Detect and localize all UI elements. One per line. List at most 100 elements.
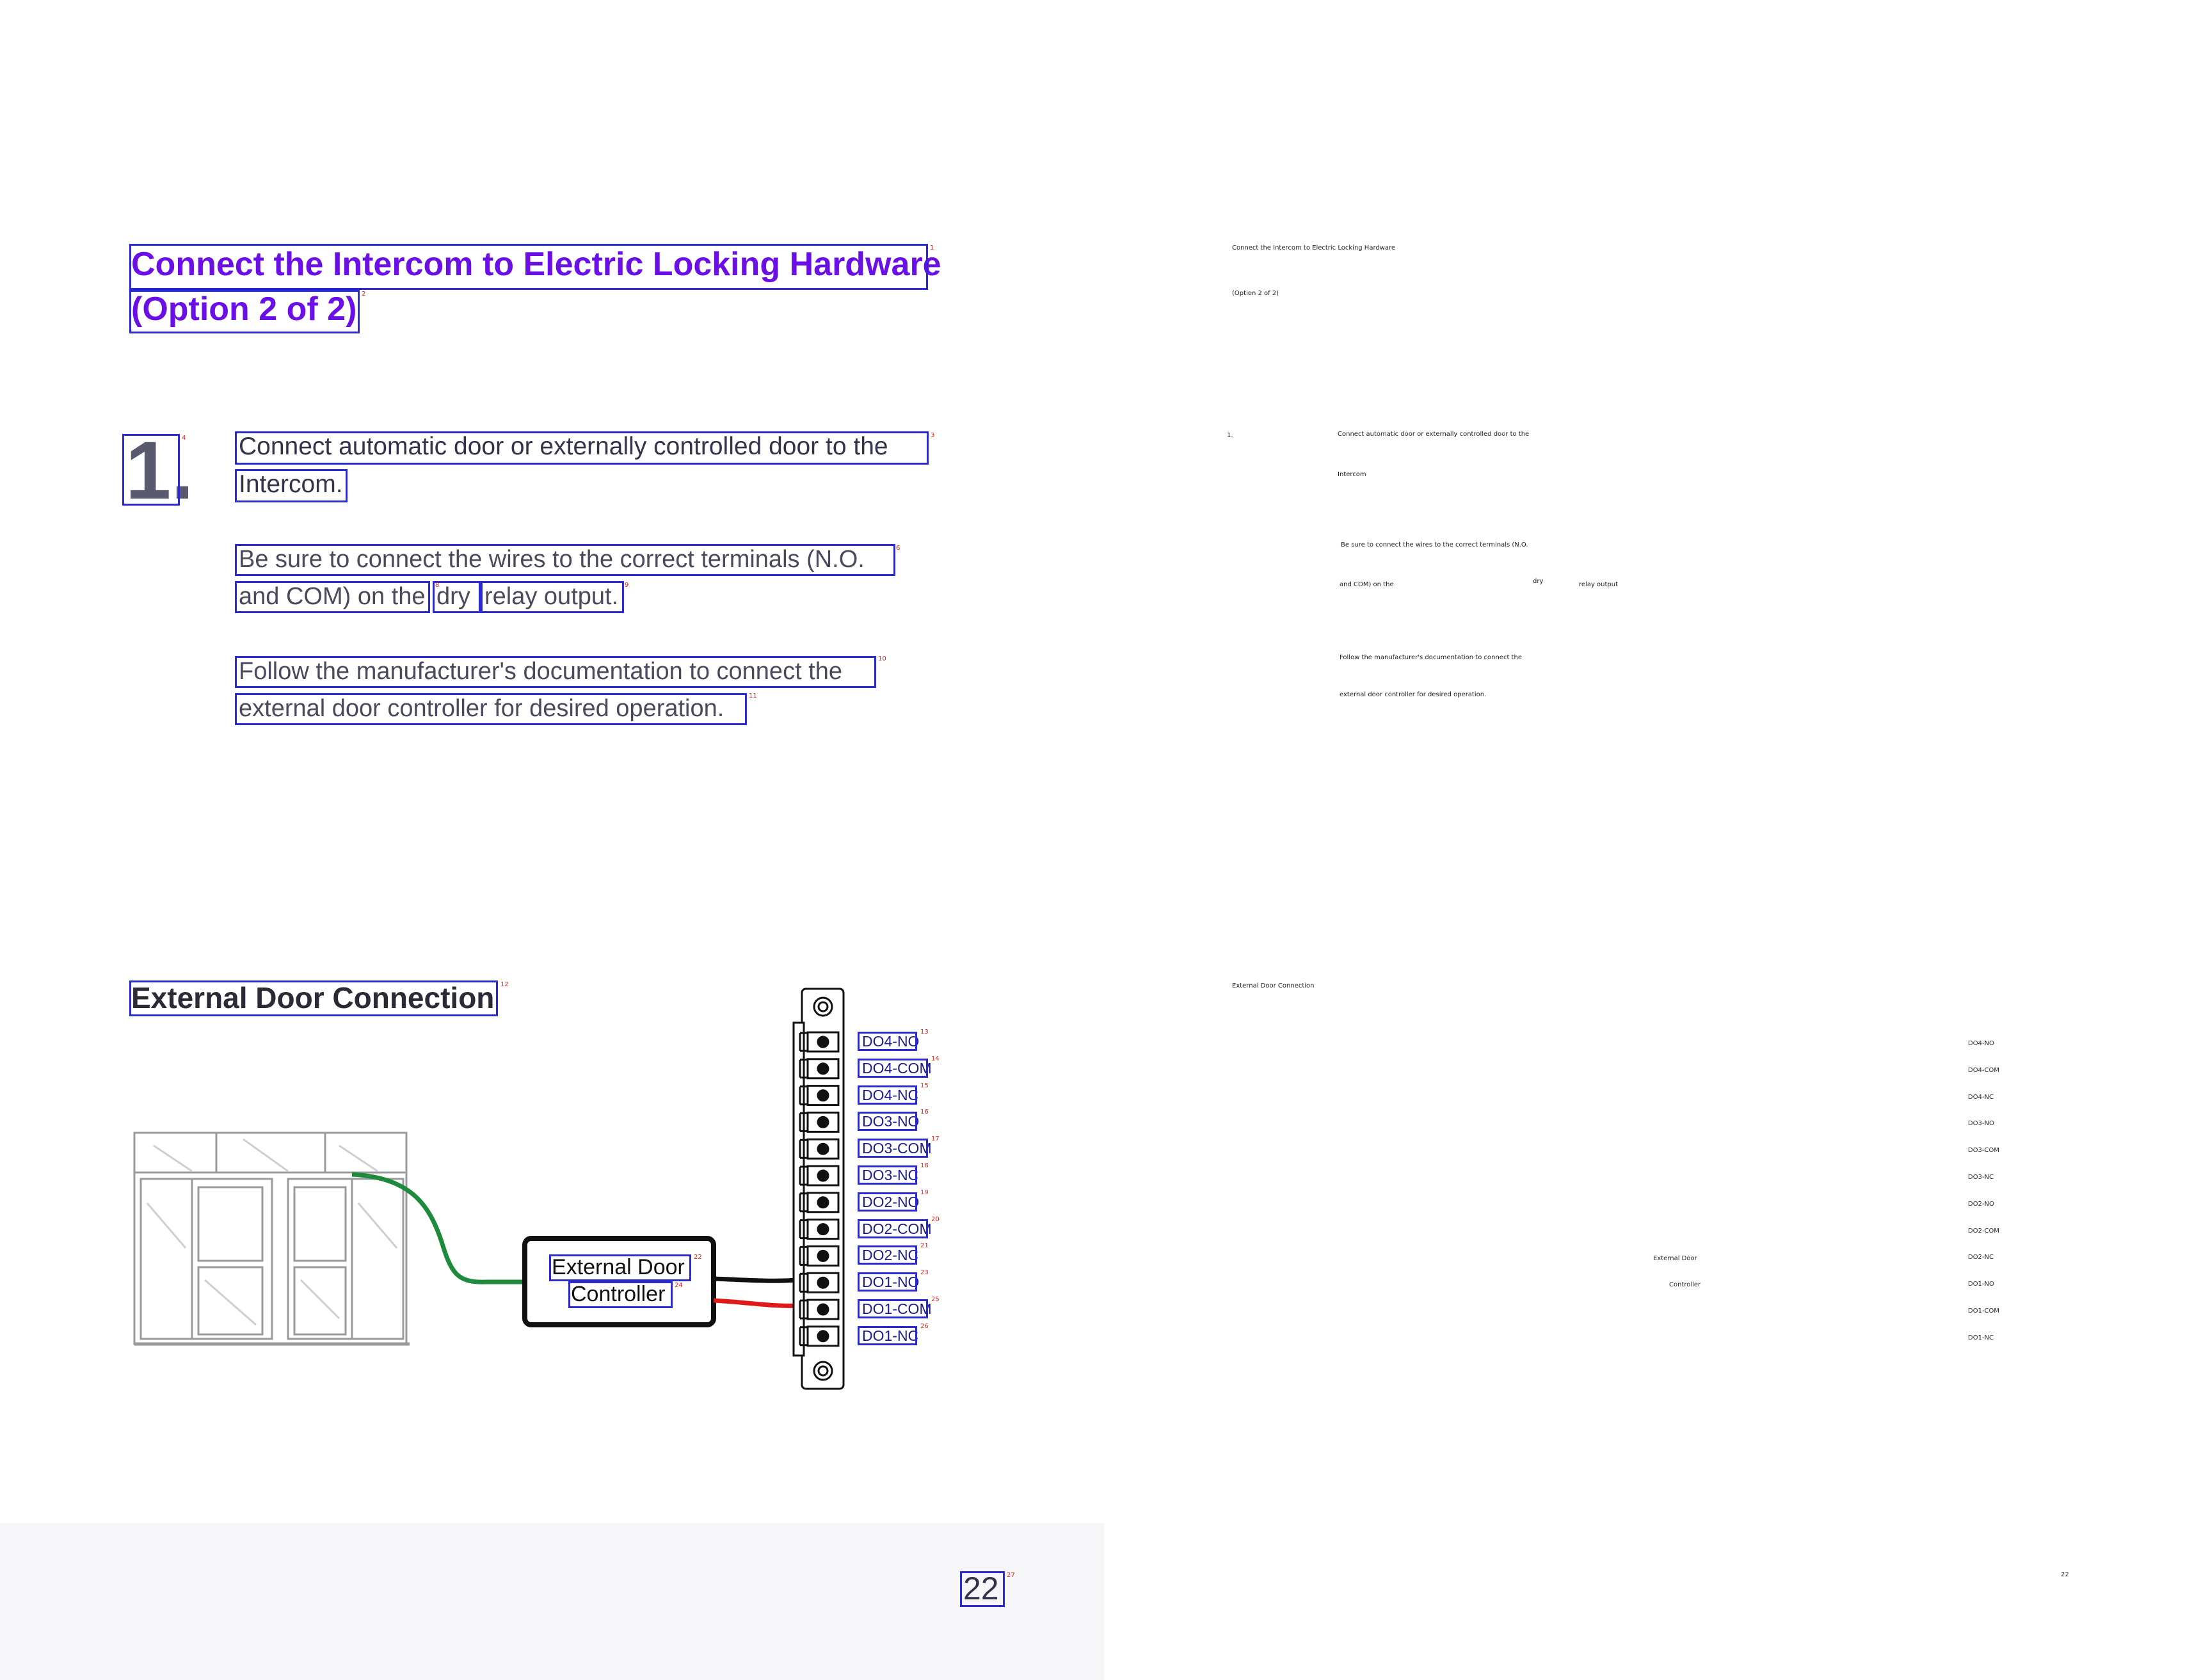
step-line-2-box [235,469,348,502]
mirror-note1-line-1: Be sure to connect the wires to the corr… [1341,541,1528,548]
terminal-label-box [858,1299,928,1318]
green-wire [351,1172,525,1284]
mirror-terminal-label: DO2-NC [1968,1254,1994,1261]
step-number: 1. [125,425,194,516]
terminal-label: DO3-COM [862,1140,932,1157]
box-number: 14 [931,1055,940,1062]
box-number: 25 [931,1296,940,1303]
box-number: 12 [500,981,509,988]
mirror-controller-line-1: External Door [1653,1255,1697,1262]
note-manufacturer-line-1-box [235,656,876,688]
terminal-screw [817,1116,829,1128]
terminal-slot [806,1219,840,1240]
section-title: External Door Connection [131,981,495,1014]
box-number: 22 [694,1254,702,1261]
terminal-label-box [858,1165,917,1185]
note-wires-line-1-box [235,544,895,576]
mirror-note2-line-1: Follow the manufacturer's documentation … [1340,654,1522,661]
note-manufacturer-line-1: Follow the manufacturer's documentation … [239,658,843,685]
mirror-note1-line-2c: relay output [1579,581,1619,588]
terminal-clamp [799,1219,808,1240]
terminal-label-box [858,1272,917,1292]
mirror-note2-line-2: external door controller for desired ope… [1340,691,1487,698]
terminal-label: DO1-COM [862,1300,932,1317]
step-number-box [122,434,180,506]
box-number: 11 [749,692,757,700]
terminal-label-box [858,1032,917,1051]
note-wires-line-2c: relay output. [484,583,619,610]
terminal-screw [817,1196,829,1209]
terminal-label-box [858,1245,917,1265]
terminal-clamp [799,1299,808,1320]
box-number: 23 [920,1269,929,1277]
box-number: 4 [182,435,186,442]
terminal-screw [817,1276,829,1289]
terminal-screw [817,1330,829,1343]
terminal-clamp [799,1272,808,1293]
mirror-step-line-1: Connect automatic door or externally con… [1338,431,1530,438]
mirror-terminal-label: DO4-NO [1968,1040,1994,1047]
mirror-title-line-1: Connect the Intercom to Electric Locking… [1232,244,1396,252]
terminal-label-box [858,1085,917,1105]
terminal-label: DO4-NO [862,1033,920,1050]
page-title-line-1: Connect the Intercom to Electric Locking… [131,246,941,283]
mirror-terminal-label: DO2-COM [1968,1227,2000,1235]
mirror-note1-dry: dry [1533,578,1544,585]
box-number: 13 [920,1028,929,1036]
box-number: 24 [675,1282,683,1289]
terminal-label-box [858,1192,917,1212]
controller-label-line-1-box [549,1254,691,1281]
terminal-label-box [858,1112,917,1132]
controller-label-line-2: Controller [571,1282,666,1306]
automatic-door-drawing [133,1132,410,1346]
terminal-label: DO2-NO [862,1193,920,1210]
controller-label-line-1: External Door [552,1255,685,1279]
mirror-title-line-2: (Option 2 of 2) [1232,290,1279,297]
terminal-label: DO4-NC [862,1086,919,1103]
terminal-slot [806,1085,840,1107]
box-number: 19 [920,1188,929,1196]
footer-band [0,1523,1104,1680]
note-dry-word: dry [436,583,470,610]
terminal-clamp [799,1032,808,1052]
terminal-clamp [799,1245,808,1266]
terminal-clamp [799,1085,808,1106]
note-wires-line-1: Be sure to connect the wires to the corr… [239,546,865,573]
note-manufacturer-line-2: external door controller for desired ope… [239,695,724,722]
terminal-screw [817,1169,829,1182]
note-wires-line-2a-box [235,581,430,613]
step-instruction-line-2: Intercom. [239,470,343,498]
mirror-terminal-label: DO1-NC [1968,1334,1994,1341]
black-wire [713,1276,797,1283]
page-title-line-2: (Option 2 of 2) [131,291,357,328]
box-number: 2 [362,291,366,298]
terminal-label-box [858,1139,928,1158]
note-manufacturer-line-2-box [235,693,747,725]
box-number: 10 [878,655,886,662]
terminal-label: DO3-NC [862,1167,919,1183]
terminal-screw [817,1303,829,1316]
box-number: 27 [1007,1572,1015,1579]
section-title-box [129,980,498,1016]
mirror-terminal-label: DO4-NC [1968,1093,1994,1101]
box-number: 15 [920,1082,929,1089]
mirror-page-number: 22 [2061,1571,2069,1578]
mirror-terminal-label: DO2-NO [1968,1200,1994,1208]
mirror-note1-line-2a: and COM) on the [1340,581,1394,588]
mirror-controller-line-2: Controller [1669,1281,1701,1288]
terminal-screw [817,1062,829,1075]
box-number: 6 [896,545,900,552]
page-number: 22 [963,1571,999,1606]
box-number: 20 [931,1215,940,1223]
step-line-1-box [235,431,929,465]
mirror-terminal-label: DO3-NC [1968,1174,1994,1181]
terminal-slots [799,1031,840,1347]
mirror-step-line-2: Intercom [1338,471,1366,478]
box-number: 8 [435,582,440,589]
terminal-screw [817,1223,829,1236]
red-wire [713,1298,797,1308]
mirror-section-title: External Door Connection [1232,982,1315,989]
terminal-slot [806,1138,840,1160]
title-line-2-box [129,290,360,333]
terminal-label: DO1-NO [862,1274,920,1291]
